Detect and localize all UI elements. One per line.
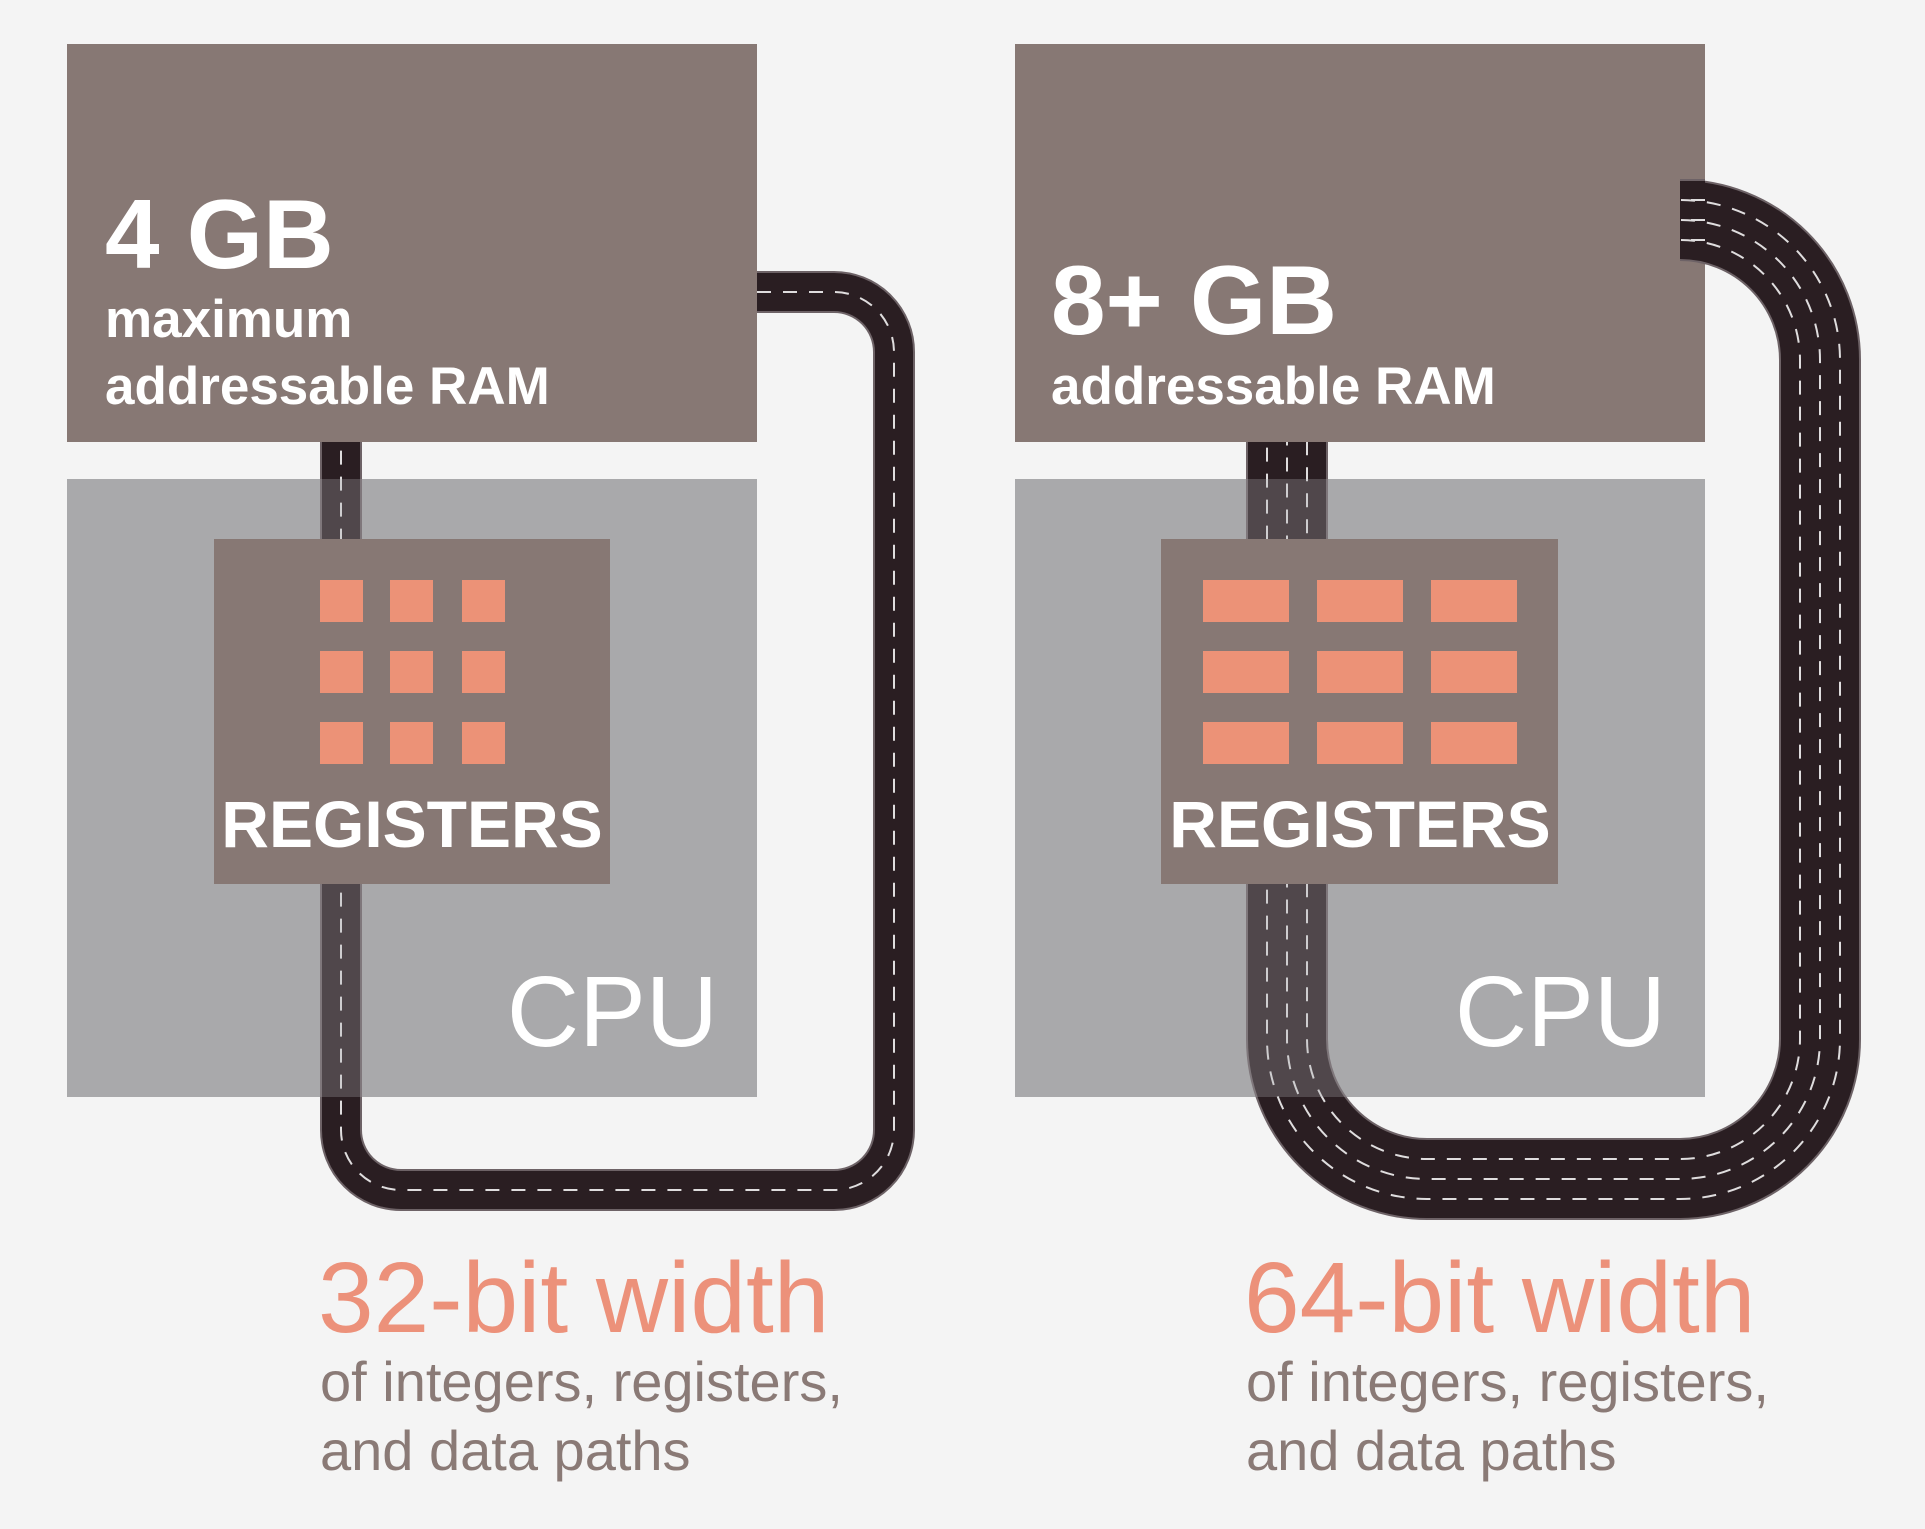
register-cell — [1431, 580, 1517, 622]
register-cell — [1431, 722, 1517, 764]
register-cell — [1203, 722, 1289, 764]
register-cell — [390, 651, 433, 693]
register-cell — [462, 651, 505, 693]
registers-label: REGISTERS — [221, 787, 602, 861]
ram-block — [1015, 44, 1705, 442]
lane-marking — [1266, 199, 1841, 1200]
ram-size: 8+ GB — [1051, 245, 1337, 355]
ram-block — [67, 44, 757, 442]
register-cell — [1317, 580, 1403, 622]
register-cell — [1317, 651, 1403, 693]
register-cell — [390, 722, 433, 764]
lane-marking — [1306, 239, 1801, 1160]
register-cell — [1317, 722, 1403, 764]
panel-32-bit: REGISTERS CPU 4 GB maximum addressable R… — [67, 44, 915, 1482]
panel-64-bit: REGISTERS CPU 8+ GB addressable RAM 64-b… — [1015, 44, 1861, 1482]
ram-caption-line1: maximum — [105, 290, 352, 349]
lane-marking — [1286, 219, 1821, 1180]
registers-label: REGISTERS — [1169, 787, 1550, 861]
register-cells — [320, 580, 505, 764]
width-caption-line1: of integers, registers, — [320, 1350, 843, 1413]
register-cell — [320, 722, 363, 764]
data-path-road-32 — [320, 271, 915, 1211]
register-cells — [1203, 580, 1517, 764]
cpu-label: CPU — [507, 956, 718, 1068]
ram-caption-line1: addressable RAM — [1051, 357, 1496, 416]
register-cell — [1431, 651, 1517, 693]
width-caption-line1: of integers, registers, — [1246, 1350, 1769, 1413]
cpu-label: CPU — [1455, 956, 1666, 1068]
data-path-road-64 — [1246, 179, 1861, 1220]
register-cell — [320, 651, 363, 693]
register-cell — [462, 722, 505, 764]
register-cell — [320, 580, 363, 622]
width-caption-line2: and data paths — [1246, 1419, 1617, 1482]
register-cell — [462, 580, 505, 622]
width-title: 64-bit width — [1244, 1242, 1755, 1354]
lane-marking — [340, 291, 895, 1191]
width-caption-line2: and data paths — [320, 1419, 691, 1482]
register-cell — [1203, 651, 1289, 693]
width-title: 32-bit width — [318, 1242, 829, 1354]
ram-caption-line2: addressable RAM — [105, 357, 550, 416]
register-cell — [1203, 580, 1289, 622]
ram-size: 4 GB — [105, 179, 334, 289]
register-cell — [390, 580, 433, 622]
